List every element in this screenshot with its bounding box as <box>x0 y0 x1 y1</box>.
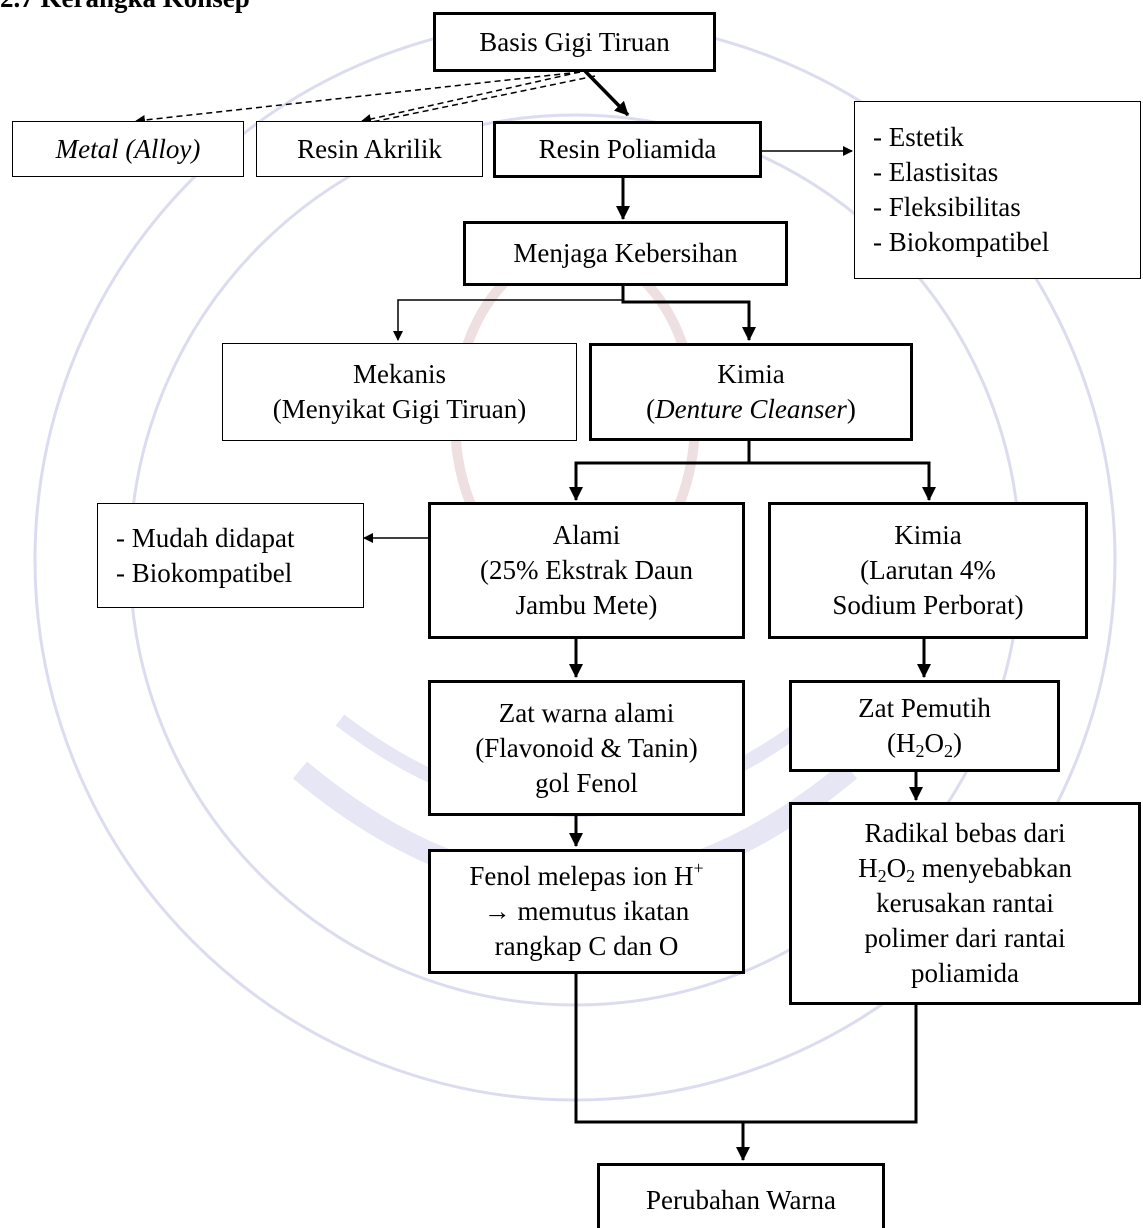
node-radikal-line5: poliamida <box>911 958 1019 988</box>
node-radikal-bebas: Radikal bebas dari H2O2 menyebabkan keru… <box>789 802 1141 1005</box>
node-mekanis: Mekanis (Menyikat Gigi Tiruan) <box>222 343 577 441</box>
node-fenol-line3: rangkap C dan O <box>494 931 679 961</box>
node-mekanis-detail: (Menyikat Gigi Tiruan) <box>272 394 527 424</box>
dashed-arrow-to-metal <box>135 71 581 125</box>
node-alami-line3: Jambu Mete) <box>515 590 658 620</box>
node-sifat-poliamida: - Estetik - Elastisitas - Fleksibilitas … <box>854 101 1141 279</box>
node-poliamida-label: Resin Poliamida <box>538 134 717 164</box>
node-perubahan-warna: Perubahan Warna <box>597 1163 885 1228</box>
node-kimia: Kimia (Denture Cleanser) <box>589 343 913 441</box>
node-kimia-title: Kimia <box>717 359 785 389</box>
sifat-item: - Biokompatibel <box>873 227 1050 257</box>
node-kebersihan-label: Menjaga Kebersihan <box>513 238 738 268</box>
node-fenol-melepas-ion: Fenol melepas ion H+ → memutus ikatan ra… <box>428 849 745 974</box>
node-zat-warna-line2: (Flavonoid & Tanin) <box>475 732 698 763</box>
sifat-item: - Fleksibilitas <box>873 192 1021 222</box>
node-resin-akrilik: Resin Akrilik <box>256 121 483 177</box>
node-zat-warna-alami: Zat warna alami (Flavonoid & Tanin) gol … <box>428 680 745 816</box>
node-alami-line2: (25% Ekstrak Daun <box>480 555 693 585</box>
node-radikal-line1: Radikal bebas dari <box>864 818 1066 848</box>
sifat-item: - Estetik <box>873 122 964 152</box>
sifat-item: - Elastisitas <box>873 157 999 187</box>
node-radikal-line4: polimer dari rantai <box>864 923 1066 953</box>
node-zat-pemutih-formula: (H2O2) <box>887 728 962 761</box>
node-kimia2-line2: (Larutan 4% <box>860 555 996 585</box>
arrow-to-kimia2 <box>749 461 936 501</box>
node-alami-title: Alami <box>552 520 621 550</box>
merge-line-left <box>574 973 743 1124</box>
node-fenol-line2: → memutus ikatan <box>483 896 690 926</box>
node-kimia-detail: (Denture Cleanser) <box>646 394 856 424</box>
node-zat-pemutih: Zat Pemutih (H2O2) <box>789 680 1060 772</box>
arrow-to-alami <box>569 440 751 501</box>
arrow-to-mekanis <box>393 286 624 341</box>
node-fenol-line1: Fenol melepas ion H+ <box>469 858 704 891</box>
section-heading: 2.7 Kerangka Konsep <box>0 0 250 16</box>
node-keuntungan-alami: - Mudah didapat - Biokompatibel <box>97 503 364 608</box>
node-zat-warna-line3: gol Fenol <box>535 767 638 798</box>
merge-line-right <box>743 1005 918 1124</box>
node-alami: Alami (25% Ekstrak Daun Jambu Mete) <box>428 502 745 639</box>
node-radikal-line3: kerusakan rantai <box>876 888 1054 918</box>
arrow-to-poliamida <box>583 69 630 117</box>
node-radikal-line2: H2O2 menyebabkan <box>858 853 1072 886</box>
arrow-to-kimia <box>621 286 756 341</box>
node-basis-label: Basis Gigi Tiruan <box>479 26 670 57</box>
node-metal-alloy: Metal (Alloy) <box>12 121 244 177</box>
node-kimia2-line3: Sodium Perborat) <box>832 590 1024 620</box>
node-kimia-sodium-perborat: Kimia (Larutan 4% Sodium Perborat) <box>768 502 1088 639</box>
node-metal-label: Metal (Alloy) <box>55 133 201 164</box>
node-zat-pemutih-title: Zat Pemutih <box>858 693 991 723</box>
node-basis-gigi-tiruan: Basis Gigi Tiruan <box>433 12 716 72</box>
node-perubahan-label: Perubahan Warna <box>645 1185 836 1215</box>
node-akrilik-label: Resin Akrilik <box>297 133 442 164</box>
keuntungan-item: - Mudah didapat <box>116 522 295 553</box>
node-zat-warna-line1: Zat warna alami <box>498 697 675 728</box>
node-kimia2-title: Kimia <box>894 520 962 550</box>
node-resin-poliamida: Resin Poliamida <box>493 121 762 178</box>
keuntungan-item: - Biokompatibel <box>116 557 293 588</box>
dashed-arrow-to-akrilik <box>361 71 581 124</box>
dashed-arrow-to-akrilik-2 <box>371 75 596 123</box>
node-mekanis-title: Mekanis <box>353 359 446 389</box>
node-menjaga-kebersihan: Menjaga Kebersihan <box>463 221 788 286</box>
